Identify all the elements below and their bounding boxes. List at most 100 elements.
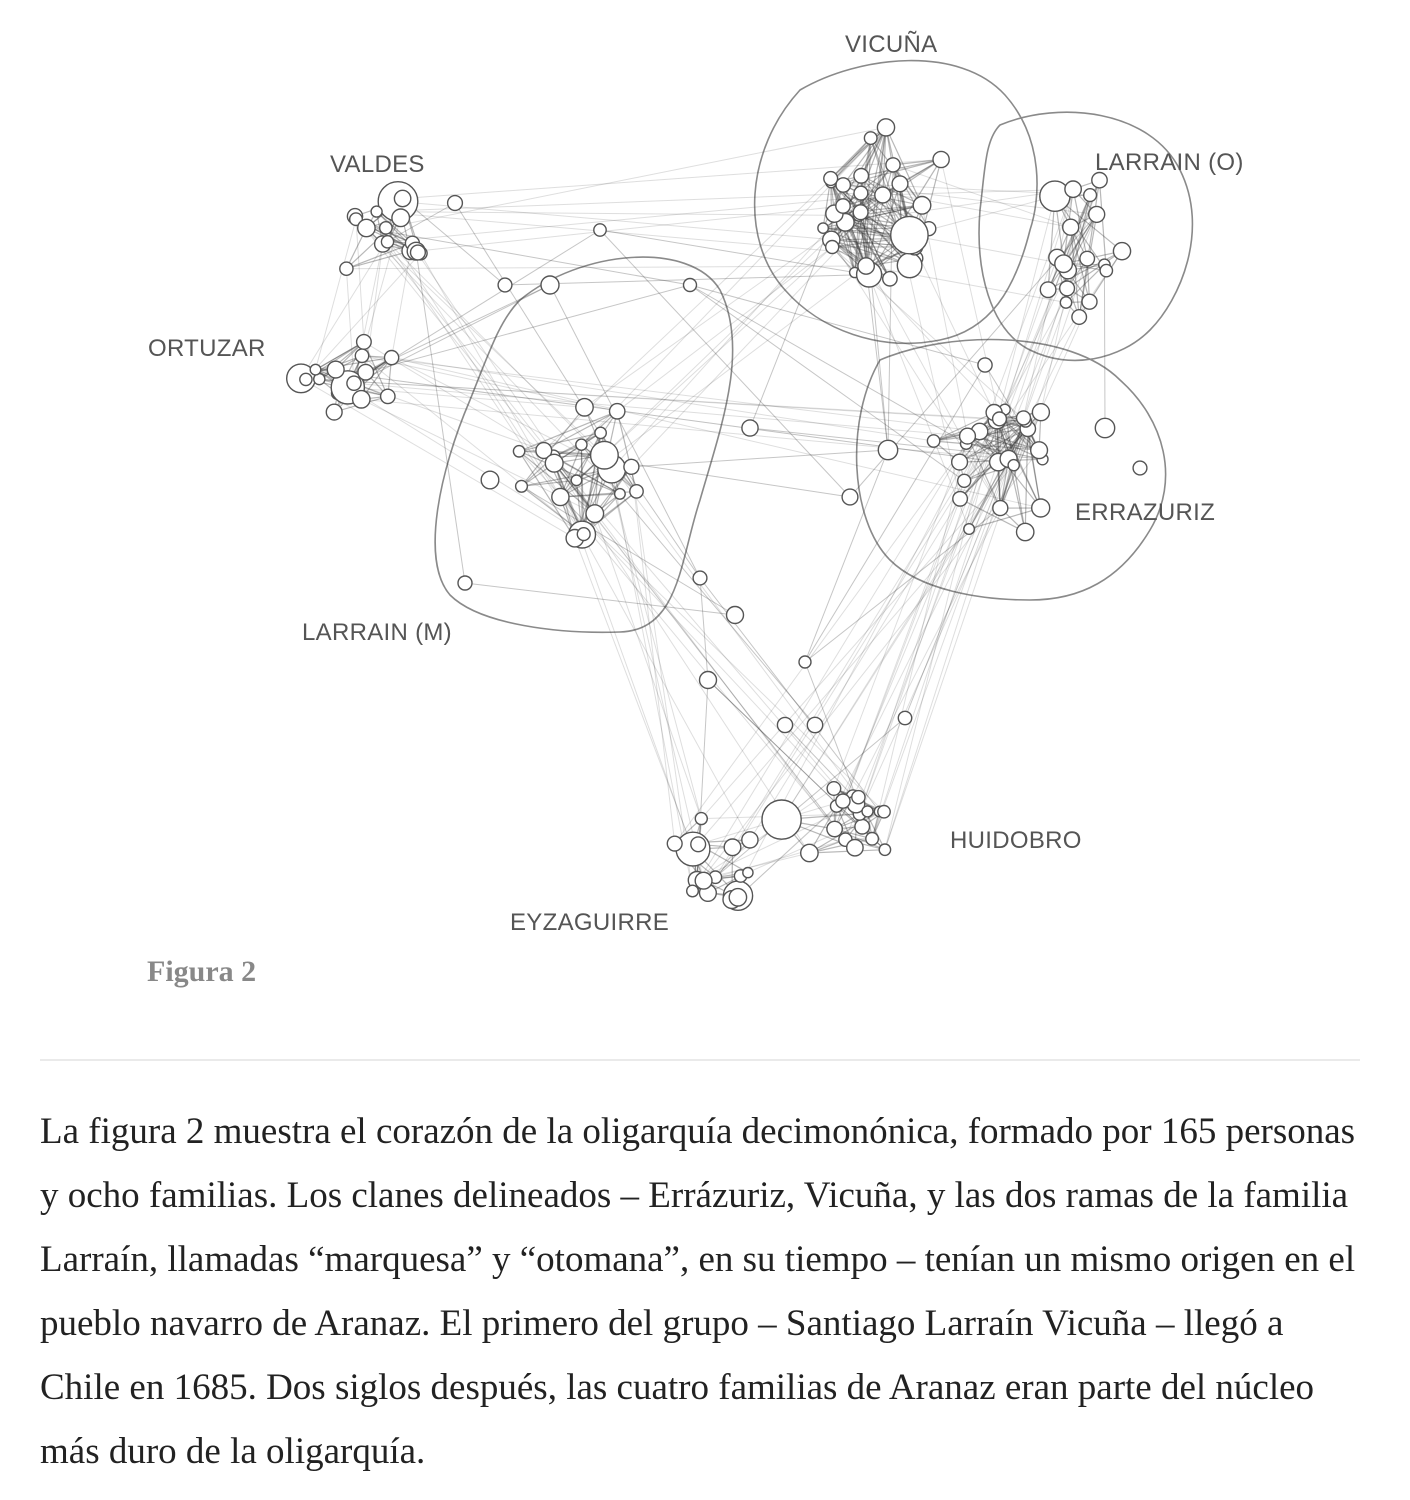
network-node — [570, 474, 583, 487]
network-edge — [382, 202, 456, 245]
network-figure: VICUÑA LARRAIN (O) VALDES ORTUZAR ERRAZU… — [148, 31, 1243, 936]
boundary-larrain-o — [978, 111, 1194, 362]
label-errazuriz: ERRAZURIZ — [1075, 499, 1215, 526]
network-edge — [347, 386, 584, 535]
network-node — [853, 185, 869, 201]
network-edge — [1072, 189, 1088, 259]
network-edge — [300, 377, 576, 539]
network-edge — [809, 838, 873, 854]
network-node — [383, 349, 400, 366]
network-edge — [1040, 288, 1068, 413]
network-node — [351, 389, 371, 409]
network-edge — [365, 284, 691, 373]
network-node — [480, 470, 500, 490]
network-node — [1030, 498, 1051, 518]
network-edge — [391, 357, 612, 470]
network-node — [851, 789, 866, 805]
network-edge — [346, 265, 867, 270]
network-edge — [345, 268, 355, 384]
network-edge — [968, 420, 1027, 530]
network-edge — [549, 284, 701, 579]
network-edge — [574, 538, 694, 850]
network-edge — [616, 411, 638, 492]
network-node — [575, 397, 594, 417]
network-node — [497, 277, 513, 293]
network-node — [835, 793, 851, 809]
network-node — [897, 710, 913, 726]
network-edge — [858, 215, 891, 280]
network-edge — [933, 411, 995, 442]
network-edge — [860, 175, 889, 451]
network-node — [800, 843, 819, 863]
network-edge — [699, 577, 709, 681]
network-edge — [553, 462, 846, 841]
network-node — [874, 186, 892, 204]
network-node — [514, 479, 529, 493]
network-node — [354, 348, 370, 364]
network-edge — [385, 126, 887, 229]
network-edge — [560, 493, 620, 498]
network-node — [393, 189, 412, 208]
network-edge — [781, 411, 1042, 820]
network-edge — [553, 456, 621, 495]
network-edge — [959, 420, 1026, 463]
network-edge — [844, 194, 1091, 840]
network-node — [575, 438, 588, 452]
network-edge — [707, 679, 886, 851]
network-edge — [1066, 250, 1123, 289]
network-edge — [616, 246, 833, 412]
network-node — [890, 215, 929, 255]
network-edge — [630, 466, 676, 844]
network-node — [309, 363, 322, 376]
network-node — [1015, 410, 1032, 426]
network-edge — [611, 192, 862, 470]
network-edge — [830, 137, 872, 179]
network-node — [963, 523, 976, 536]
network-node — [589, 440, 619, 470]
network-edge — [583, 466, 632, 535]
network-edge — [1070, 227, 1091, 302]
network-edge — [560, 496, 885, 813]
network-edge — [707, 480, 965, 894]
network-edge — [365, 243, 384, 373]
network-edge — [884, 258, 1088, 850]
network-node — [378, 220, 393, 235]
network-edge — [842, 184, 891, 280]
network-edge — [696, 788, 835, 881]
boundary-vicuna — [753, 59, 1038, 344]
network-edge — [387, 194, 883, 243]
network-edge — [904, 458, 1010, 719]
network-node — [823, 170, 839, 187]
network-edge — [1078, 180, 1101, 318]
network-edge — [854, 215, 860, 273]
network-node — [1064, 180, 1083, 199]
network-edge — [804, 449, 889, 663]
network-edge — [521, 468, 612, 487]
network-edge — [402, 159, 942, 199]
boundary-errazuriz — [855, 338, 1167, 601]
network-edge — [600, 432, 705, 881]
network-node — [535, 441, 553, 460]
network-edge — [315, 219, 357, 370]
network-edge — [521, 479, 577, 487]
network-edge — [376, 211, 859, 216]
label-larrain-m: LARRAIN (M) — [302, 619, 452, 646]
network-node — [877, 439, 899, 461]
network-edge — [689, 284, 967, 445]
network-node — [1132, 460, 1148, 476]
network-node — [1112, 241, 1132, 261]
network-edge — [700, 464, 1015, 819]
network-edge — [900, 238, 961, 499]
network-edge — [1098, 180, 1107, 271]
network-edge — [603, 455, 702, 819]
network-node — [728, 887, 748, 907]
network-node — [896, 252, 923, 279]
network-node — [576, 526, 591, 542]
network-edge — [559, 444, 582, 498]
network-edge — [831, 239, 910, 266]
network-node — [370, 205, 383, 218]
network-node — [356, 218, 376, 238]
label-huidobro: HUIDOBRO — [950, 827, 1082, 854]
network-edge — [1047, 214, 1098, 291]
network-edge — [892, 164, 1071, 228]
